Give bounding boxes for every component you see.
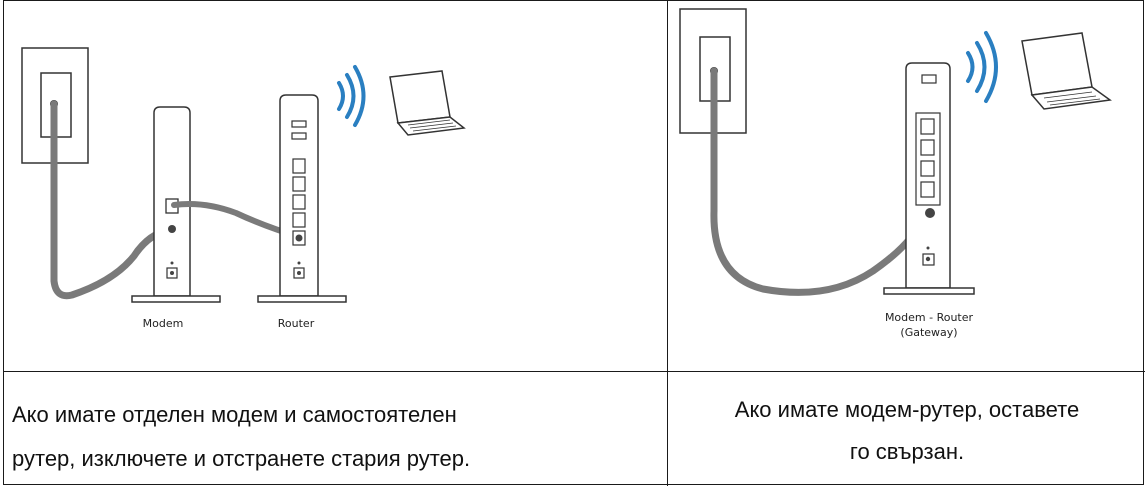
laptop-icon xyxy=(1021,32,1112,110)
column-divider xyxy=(667,1,668,486)
modem-label: Modem xyxy=(143,317,184,330)
wall-outlet-icon xyxy=(679,8,747,134)
gateway-label-line2: (Gateway) xyxy=(900,326,957,339)
wifi-signal-icon xyxy=(337,65,366,127)
gateway-illustration: Modem - Router (Gateway) xyxy=(679,8,1112,339)
right-caption-line-1: Ако имате модем-рутер, оставете xyxy=(734,397,1080,422)
right-caption: Ако имате модем-рутер, оставете го свърз… xyxy=(676,389,1138,473)
left-caption-line-1: Ако имате отделен модем и самостоятелен xyxy=(12,402,457,427)
cable-wall-to-modem xyxy=(50,100,176,300)
right-caption-line-2: го свързан. xyxy=(849,439,965,464)
instruction-table: Modem Router xyxy=(3,0,1145,486)
router-label: Router xyxy=(278,317,315,330)
gateway-label-line1: Modem - Router xyxy=(885,311,974,324)
laptop-icon xyxy=(389,70,466,136)
left-caption-line-2: рутер, изключете и отстранете стария рут… xyxy=(12,446,471,471)
router-icon xyxy=(257,94,347,303)
separate-modem-router-illustration: Modem Router xyxy=(21,47,466,330)
row-divider xyxy=(4,371,1145,372)
wifi-signal-icon xyxy=(966,31,998,103)
left-caption: Ако имате отделен модем и самостоятелен … xyxy=(12,393,652,481)
modem-icon xyxy=(131,106,221,303)
gateway-icon xyxy=(883,62,975,295)
